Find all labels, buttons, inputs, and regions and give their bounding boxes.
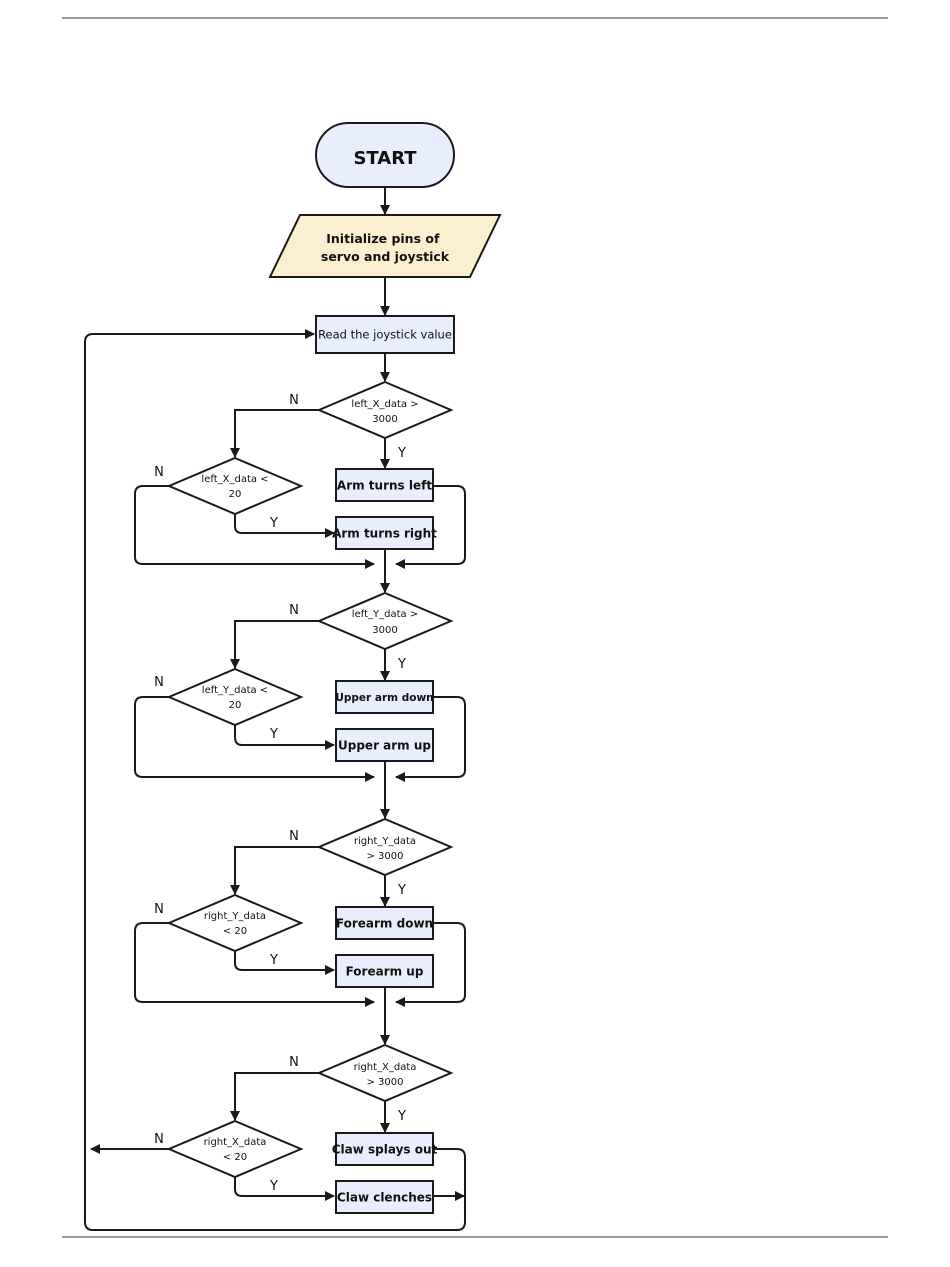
decision-left-x-lt-label: left_X_data <20 — [201, 474, 268, 500]
decision-right-x-lt-label: right_X_data< 20 — [204, 1137, 267, 1163]
decision-right-x-gt — [316, 1043, 454, 1103]
yes-label: Y — [269, 727, 278, 742]
claw-clenches-label: Claw clenches — [337, 1191, 432, 1205]
decision-left-y-gt-label: left_Y_data >3000 — [352, 609, 418, 636]
no-label: N — [154, 465, 164, 480]
no-label: N — [289, 1055, 299, 1070]
arrow-left-merge — [395, 922, 466, 1007]
arrow-d2-yes — [234, 725, 335, 750]
claw-splays-out-label: Claw splays out — [332, 1143, 438, 1157]
arrow-d2-no — [134, 485, 375, 569]
decision-right-y-lt — [166, 893, 304, 953]
no-label: N — [154, 1132, 164, 1147]
arrow-d1-no — [230, 846, 319, 895]
forearm-up-label: Forearm up — [346, 965, 424, 979]
arrow-d2-yes-path — [234, 514, 335, 538]
forearm-up-box — [335, 954, 434, 988]
upper-arm-down-label: Upper arm down — [335, 692, 433, 704]
arm-turns-right-box — [335, 516, 434, 550]
yes-label: Y — [397, 446, 406, 461]
arrow-left-merge — [395, 485, 466, 569]
arrow-d1-no — [230, 1072, 319, 1121]
claw-splays-out-box — [335, 1132, 434, 1166]
arm-turns-right-label: Arm turns right — [332, 527, 437, 541]
no-label: N — [154, 902, 164, 917]
decision-right-y-gt — [316, 817, 454, 877]
arrow-left-merge — [395, 696, 466, 782]
yes-label: Y — [397, 1109, 406, 1124]
decision-right-x-gt-label: right_X_data> 3000 — [354, 1062, 417, 1088]
arrow-claw-splays-right — [433, 1148, 466, 1231]
upper-arm-up-box — [335, 728, 434, 762]
arm-turns-left-label: Arm turns left — [337, 479, 432, 493]
no-label: N — [154, 675, 164, 690]
no-label: N — [289, 829, 299, 844]
decision-right-y-gt-label: right_Y_data> 3000 — [354, 836, 416, 862]
yes-label: Y — [269, 1179, 278, 1194]
block-2: left_Y_data >3000 N Y left_Y_data <20 Up… — [134, 591, 466, 819]
arrow-d2-yes — [234, 1177, 335, 1201]
decision-left-y-lt-label: left_Y_data <20 — [202, 685, 268, 711]
yes-label: Y — [397, 883, 406, 898]
decision-right-x-lt — [166, 1119, 304, 1179]
block-4: right_X_data> 3000 N Y right_X_data< 20 … — [84, 329, 466, 1231]
yes-label: Y — [269, 516, 278, 531]
decision-left-y-lt — [166, 667, 304, 727]
read-joystick-label: Read the joystick value — [318, 328, 452, 342]
yes-label: Y — [269, 953, 278, 968]
decision-right-y-lt-label: right_Y_data< 20 — [204, 911, 266, 937]
arrow-d1-no — [230, 409, 319, 458]
yes-label: Y — [397, 657, 406, 672]
block-3: right_Y_data> 3000 N Y right_Y_data< 20 … — [134, 817, 466, 1045]
decision-left-y-gt — [316, 591, 454, 651]
upper-arm-up-label: Upper arm up — [338, 739, 431, 753]
decision-left-x-lt — [166, 456, 304, 516]
loop-back-line — [84, 329, 457, 1231]
init-io-shape — [268, 214, 502, 278]
arrow-d2-no — [134, 696, 375, 782]
no-label: N — [289, 393, 299, 408]
block-1: left_X_data >3000 N Y left_X_data <20 Ar… — [134, 380, 466, 593]
read-joystick-box — [315, 315, 455, 354]
decision-left-x-gt-label: left_X_data >3000 — [351, 399, 418, 425]
no-label: N — [289, 603, 299, 618]
claw-clenches-box — [335, 1180, 434, 1214]
arrow-d2-yes — [234, 951, 335, 975]
forearm-down-label: Forearm down — [336, 917, 433, 931]
arrow-d1-no — [230, 620, 319, 669]
start-label: START — [353, 148, 417, 169]
decision-left-x-gt — [316, 380, 454, 440]
init-label: Initialize pins of servo and joystick — [321, 231, 450, 264]
arrow-d2-no — [134, 922, 375, 1007]
